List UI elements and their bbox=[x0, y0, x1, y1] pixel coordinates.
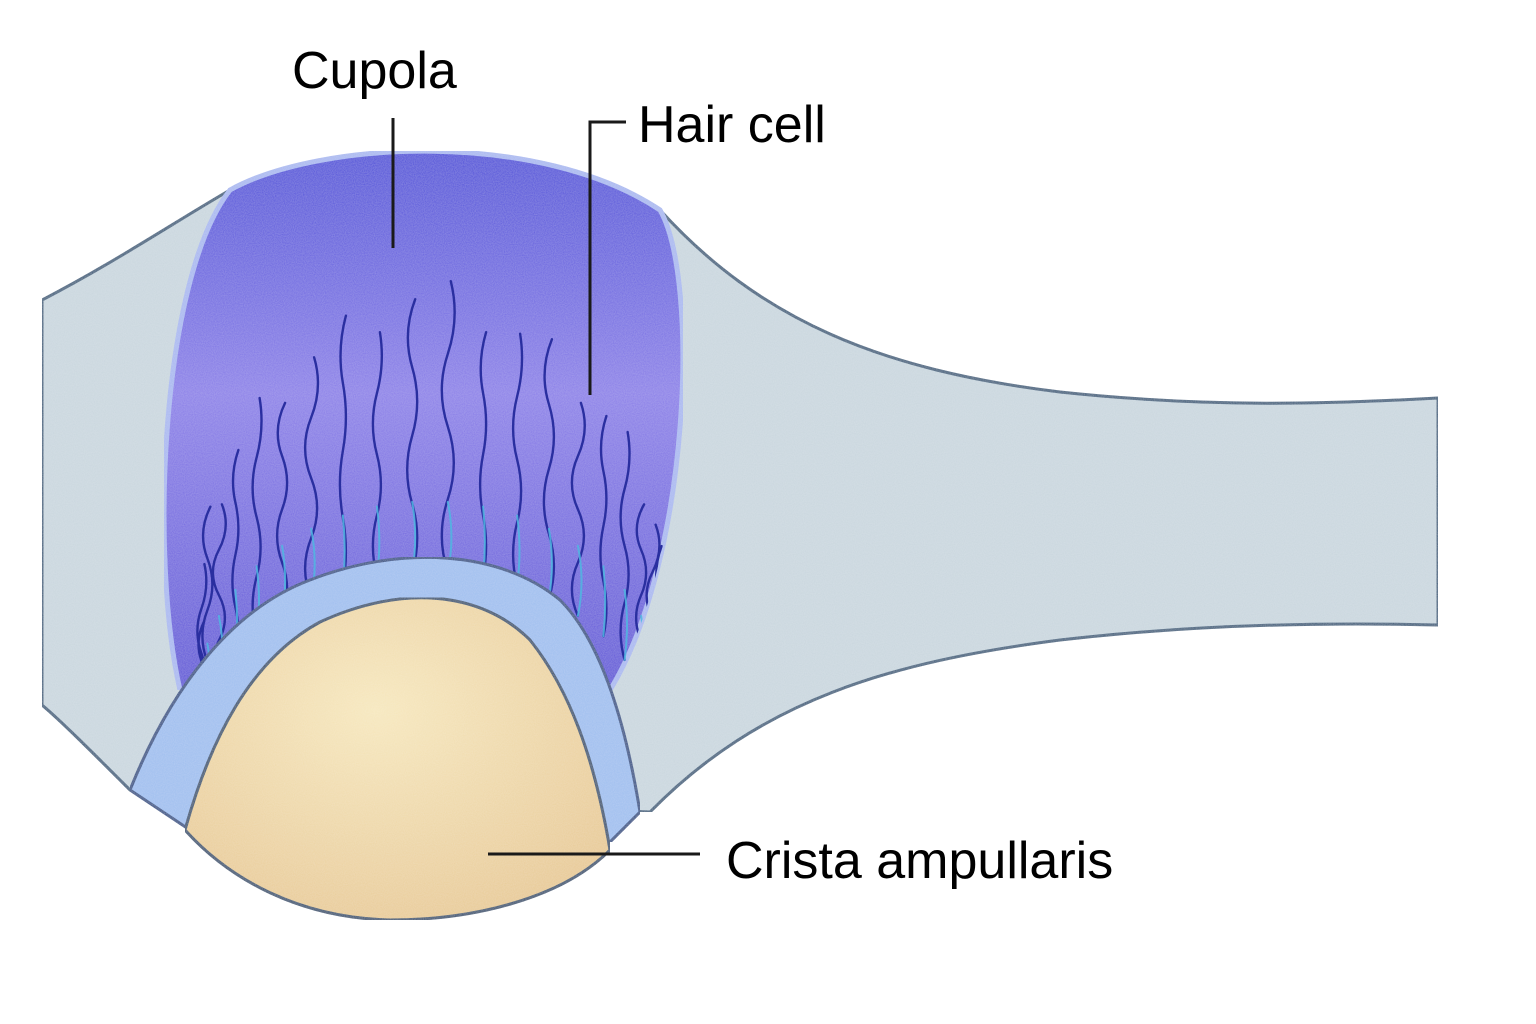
stereocilium-base bbox=[576, 544, 583, 617]
hair-cell-leader-line bbox=[588, 120, 626, 395]
stereocilium-base bbox=[623, 588, 628, 661]
stereocilium bbox=[251, 396, 263, 638]
stereocilium bbox=[511, 332, 524, 587]
stereocilium bbox=[371, 331, 384, 578]
stereocilium bbox=[542, 338, 556, 600]
stereocilium bbox=[406, 298, 419, 574]
stereocilium bbox=[570, 401, 586, 617]
stereocilium bbox=[275, 401, 289, 617]
stereocilium-base bbox=[602, 565, 607, 638]
crista-ampullaris bbox=[183, 596, 612, 922]
hair-cell-label: Hair cell bbox=[638, 96, 826, 154]
cupola-label: Cupola bbox=[292, 42, 457, 100]
stereocilium bbox=[303, 356, 320, 600]
stereocilium bbox=[440, 280, 456, 574]
stereocilium bbox=[619, 430, 631, 662]
crista-ampullaris-label: Crista ampullaris bbox=[726, 832, 1113, 890]
stereocilium bbox=[196, 562, 208, 691]
